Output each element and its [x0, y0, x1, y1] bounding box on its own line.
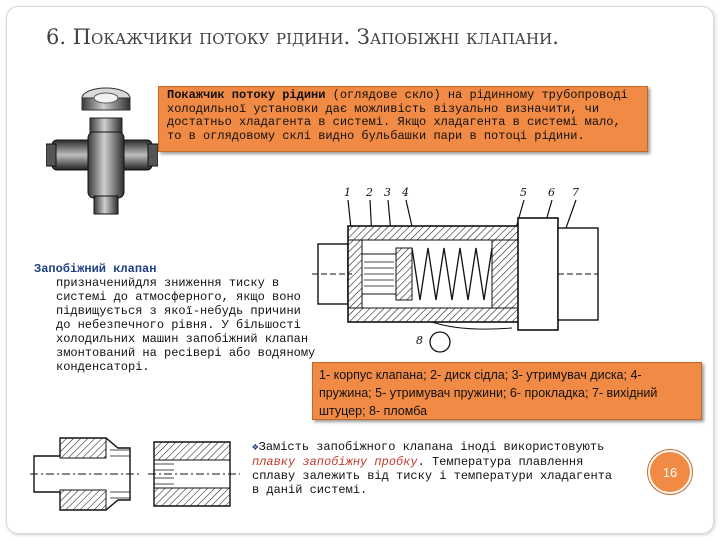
- flow-indicator-note: Покажчик потоку рідини (оглядове скло) н…: [158, 86, 648, 152]
- valve-label-1: 1: [344, 186, 351, 199]
- valve-label-2: 2: [365, 186, 373, 199]
- slide-frame: [6, 6, 714, 534]
- slide-title: 6. Покажчики потоку рідини. Запобіжні кл…: [46, 25, 559, 49]
- safety-valve-text: Запобіжний клапан призначенийдля зниженн…: [34, 262, 320, 374]
- fusible-plug-after: . Температура плавлення сплаву залежить …: [252, 455, 613, 497]
- valve-label-4: 4: [401, 186, 409, 199]
- fusible-plug-highlight: плавку запобіжну пробку: [252, 455, 418, 469]
- flow-indicator-text: (оглядове скло) на рідинному трубопровод…: [167, 88, 628, 143]
- valve-label-6: 6: [548, 186, 555, 199]
- safety-valve-term: Запобіжний клапан: [34, 262, 157, 276]
- safety-valve-description: призначенийдля зниження тиску в системі …: [56, 276, 316, 374]
- sight-glass-photo: [46, 87, 158, 215]
- valve-label-3: 3: [384, 186, 391, 199]
- valve-label-7: 7: [572, 186, 579, 199]
- svg-text:8: 8: [416, 334, 423, 347]
- page-number-badge: 16: [648, 450, 692, 494]
- fusible-plug-before: Замість запобіжного клапана іноді викори…: [258, 440, 605, 454]
- valve-legend: 1- корпус клапана; 2- диск сідла; 3- утр…: [312, 362, 702, 420]
- fusible-plug-text: ❖Замість запобіжного клапана іноді викор…: [252, 440, 622, 497]
- fusible-plug-drawing: [30, 437, 240, 511]
- flow-indicator-term: Покажчик потоку рідини: [167, 88, 326, 102]
- valve-label-5: 5: [520, 186, 527, 199]
- bullet-icon: ❖: [252, 442, 259, 454]
- valve-cross-section: 1 2 3 4 5 6 7 8: [312, 186, 599, 353]
